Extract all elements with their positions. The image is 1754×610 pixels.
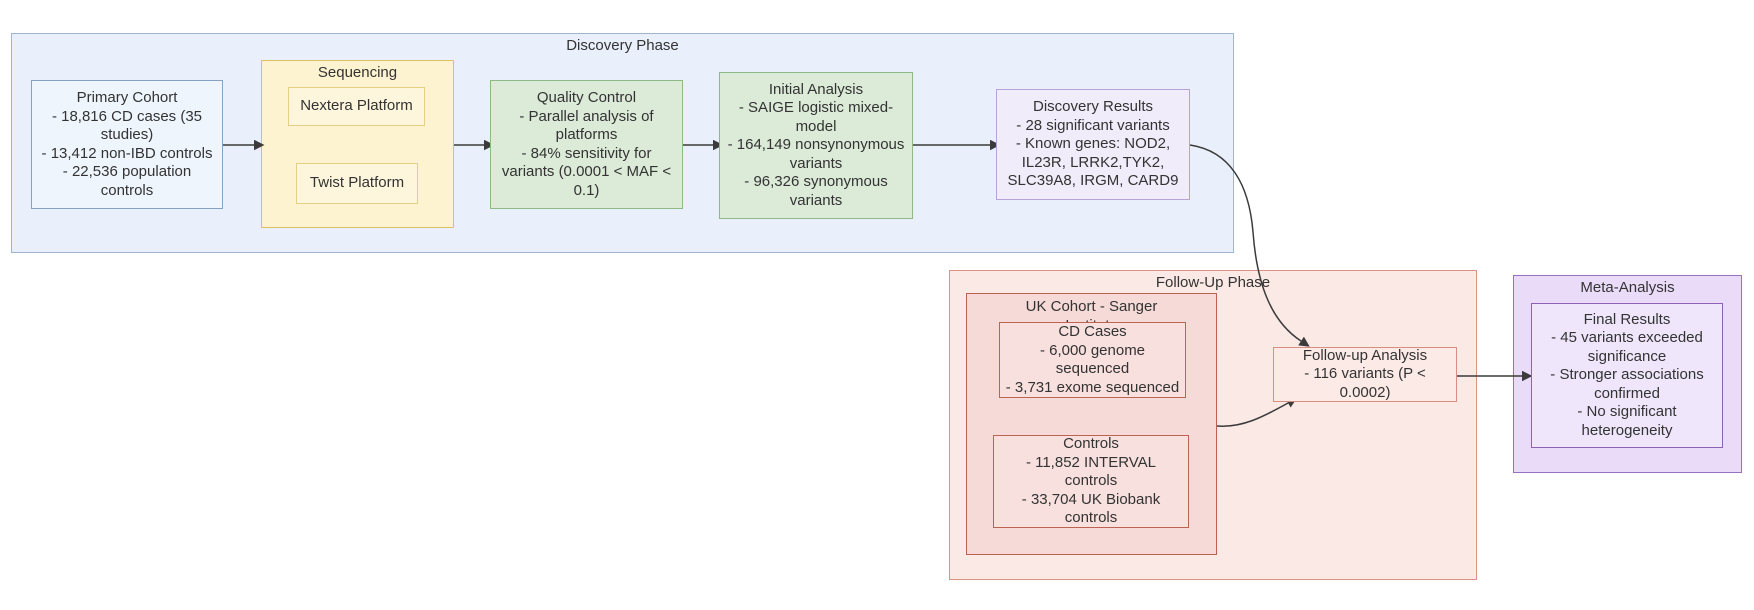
text-line: model: [795, 117, 837, 135]
text-line: - 45 variants exceeded: [1551, 329, 1703, 347]
text-line: variants: [789, 191, 843, 209]
text-line: Primary Cohort: [76, 89, 178, 106]
text-line: - 22,536 population: [62, 163, 192, 180]
text-line: Final Results: [1583, 310, 1671, 328]
text-line: studies): [100, 126, 154, 143]
text-line: variants (0.0001 < MAF <: [501, 163, 672, 180]
text-line: - 164,149 nonsynonymous: [727, 136, 905, 154]
text-line: - 33,704 UK Biobank: [1021, 490, 1161, 508]
node-followup-analysis: Follow-up Analysis- 116 variants (P < 0.…: [1273, 347, 1457, 402]
cluster-label-discovery-phase: Discovery Phase: [566, 37, 679, 54]
node-initial-analysis: Initial Analysis- SAIGE logistic mixed-m…: [719, 72, 913, 219]
text-line: - 28 significant variants: [1016, 116, 1170, 134]
text-line: - 3,731 exome sequenced: [1005, 378, 1180, 396]
cluster-label-followup-phase: Follow-Up Phase: [1155, 274, 1271, 291]
text-line: - SAIGE logistic mixed-: [738, 99, 894, 117]
text-line: Discovery Results: [1032, 98, 1154, 116]
text-line: - 18,816 CD cases (35: [51, 107, 203, 125]
node-controls: Controls- 11,852 INTERVAL controls- 33,7…: [993, 435, 1189, 528]
text-line: significance: [1587, 347, 1667, 365]
text-line: Quality Control: [536, 89, 637, 106]
text-line: - No significant: [1577, 403, 1677, 421]
text-line: heterogeneity: [1581, 421, 1673, 439]
text-line: Twist Platform: [309, 174, 405, 192]
text-line: UK Cohort - Sanger: [1025, 298, 1158, 315]
text-line: controls: [100, 181, 154, 199]
text-line: - 13,412 non-IBD controls: [41, 144, 213, 162]
node-cd-cases: CD Cases- 6,000 genome sequenced- 3,731 …: [999, 322, 1186, 398]
node-discovery-results: Discovery Results- 28 significant varian…: [996, 89, 1190, 200]
cluster-label-sequencing: Sequencing: [317, 64, 398, 81]
text-line: controls: [1064, 509, 1118, 527]
text-line: - Known genes: NOD2,: [1015, 135, 1171, 153]
text-line: - 96,326 synonymous: [744, 173, 888, 191]
text-line: confirmed: [1594, 384, 1660, 402]
text-line: Initial Analysis: [768, 80, 864, 98]
text-line: - Stronger associations: [1550, 366, 1704, 384]
text-line: SLC39A8, IRGM, CARD9: [1007, 172, 1179, 190]
text-line: IL23R, LRRK2,TYK2,: [1021, 153, 1165, 171]
text-line: variants: [789, 154, 843, 172]
text-line: Nextera Platform: [300, 97, 413, 115]
text-line: 0.1): [573, 181, 600, 199]
text-line: Controls: [1063, 435, 1119, 453]
text-line: platforms: [555, 126, 618, 143]
node-twist-platform: Twist Platform: [296, 163, 418, 204]
text-line: - 116 variants (P < 0.0002): [1304, 365, 1426, 401]
text-line: - 6,000 genome sequenced: [1039, 341, 1146, 378]
text-line: - 11,852 INTERVAL controls: [1025, 453, 1157, 490]
cluster-label-meta-analysis: Meta-Analysis: [1580, 279, 1675, 296]
text-line: Follow-up Analysis: [1302, 346, 1428, 364]
text-line: - Parallel analysis of: [519, 107, 654, 125]
text-line: CD Cases: [1058, 323, 1127, 340]
node-nextera-platform: Nextera Platform: [288, 87, 425, 126]
text-line: - 84% sensitivity for: [521, 144, 652, 162]
